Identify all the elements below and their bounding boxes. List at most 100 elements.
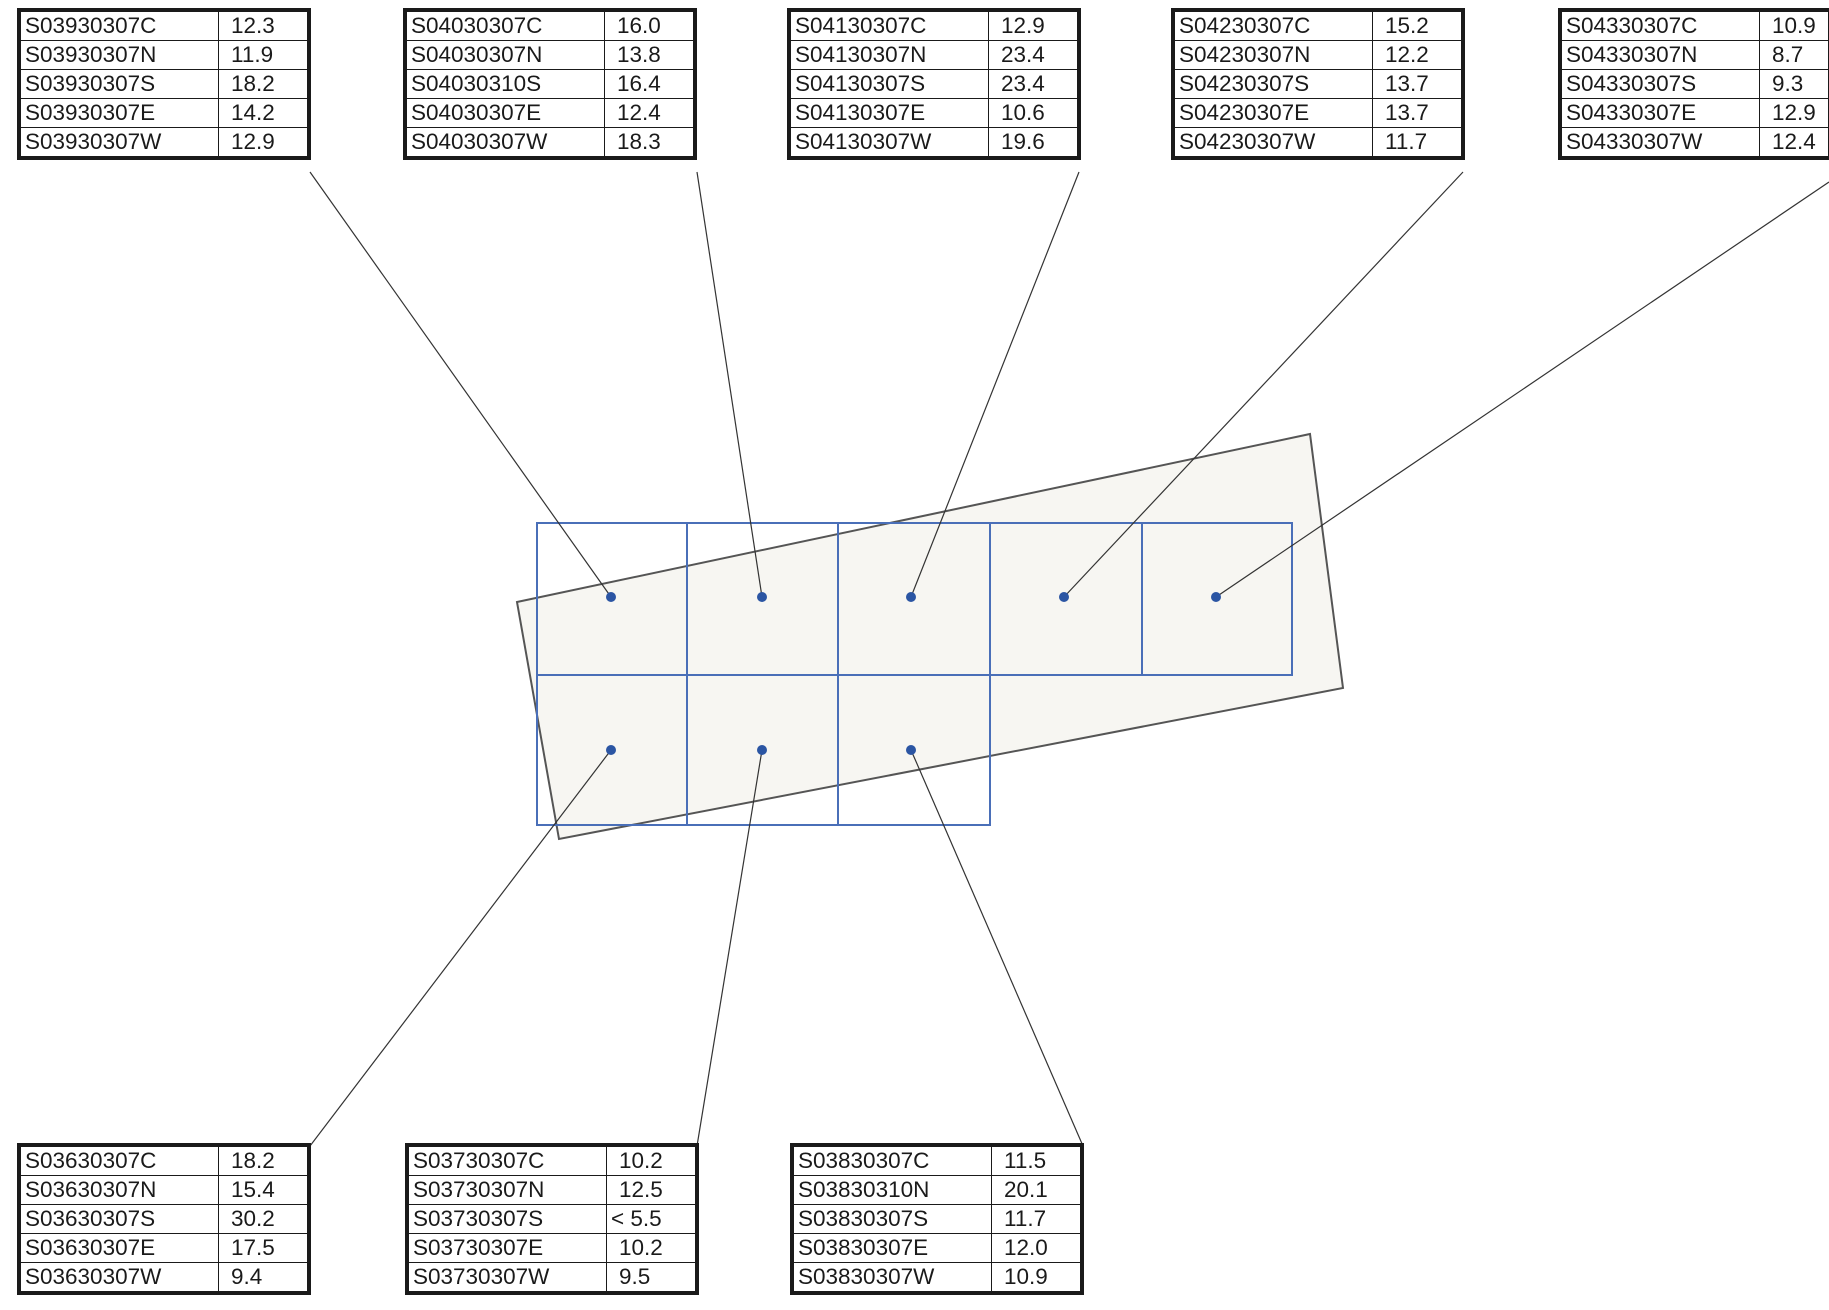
sample-value: 11.7: [1372, 127, 1464, 159]
sample-point-039[interactable]: [606, 592, 616, 602]
sample-point-038[interactable]: [906, 745, 916, 755]
sample-value: 12.2: [1372, 40, 1464, 70]
sample-id: S03930307W: [18, 127, 219, 159]
sample-id: S04130307C: [788, 9, 989, 41]
sample-value: 23.4: [988, 69, 1080, 99]
grid-cell-043: [1141, 522, 1293, 676]
sample-id: S03730307W: [406, 1262, 607, 1294]
sample-id: S04330307C: [1559, 9, 1760, 41]
leader-line-036: [309, 749, 612, 1147]
sample-id: S04230307E: [1172, 98, 1373, 128]
sample-id: S03630307W: [18, 1262, 219, 1294]
sample-value: 20.1: [991, 1175, 1083, 1205]
sample-value: 15.4: [218, 1175, 310, 1205]
sample-value: 12.9: [1759, 98, 1829, 128]
sample-value: 10.2: [606, 1233, 698, 1263]
sample-value: 10.2: [606, 1144, 698, 1176]
leader-line-043: [1215, 181, 1829, 598]
sample-id: S04130307W: [788, 127, 989, 159]
sample-id: S04230307C: [1172, 9, 1373, 41]
sample-id: S04130307N: [788, 40, 989, 70]
site-boundary-polygon: [515, 432, 1345, 841]
sample-value: 13.7: [1372, 69, 1464, 99]
sample-value: 11.5: [991, 1144, 1083, 1176]
sample-value: 11.9: [218, 40, 310, 70]
sample-point-036[interactable]: [606, 745, 616, 755]
sample-value: 10.6: [988, 98, 1080, 128]
sample-value: 12.4: [604, 98, 696, 128]
sample-value: 19.6: [988, 127, 1080, 159]
sample-value: 12.9: [218, 127, 310, 159]
sample-id: S03730307N: [406, 1175, 607, 1205]
sample-point-041[interactable]: [906, 592, 916, 602]
sample-id: S03930307C: [18, 9, 219, 41]
sample-id: S04030307E: [404, 98, 605, 128]
sample-value: 16.0: [604, 9, 696, 41]
sample-id: S03930307N: [18, 40, 219, 70]
sample-point-040[interactable]: [757, 592, 767, 602]
sample-value: 13.8: [604, 40, 696, 70]
sample-value: 17.5: [218, 1233, 310, 1263]
sample-value: 11.7: [991, 1204, 1083, 1234]
sample-id: S03630307N: [18, 1175, 219, 1205]
sample-id: S03730307C: [406, 1144, 607, 1176]
sample-id: S04330307E: [1559, 98, 1760, 128]
sample-id: S04330307N: [1559, 40, 1760, 70]
sample-id: S03830307S: [791, 1204, 992, 1234]
sample-value: 30.2: [218, 1204, 310, 1234]
sample-value: 8.7: [1759, 40, 1829, 70]
sample-point-037[interactable]: [757, 745, 767, 755]
sample-id: S03630307S: [18, 1204, 219, 1234]
sample-value: 18.2: [218, 69, 310, 99]
sample-id: S03730307S: [406, 1204, 607, 1234]
sample-value: 9.4: [218, 1262, 310, 1294]
sample-value: 10.9: [1759, 9, 1829, 41]
sample-id: S03830307C: [791, 1144, 992, 1176]
sample-value: 9.5: [606, 1262, 698, 1294]
table-row: S03730307S< 5.5: [406, 1204, 698, 1234]
sample-id: S04330307W: [1559, 127, 1760, 159]
leader-line-039: [309, 171, 612, 598]
grid-cell-038: [837, 674, 991, 826]
sample-value: 12.4: [1759, 127, 1829, 159]
sample-value: 12.3: [218, 9, 310, 41]
sample-point-043[interactable]: [1211, 592, 1221, 602]
sample-point-042[interactable]: [1059, 592, 1069, 602]
sample-id: S04230307W: [1172, 127, 1373, 159]
sample-value: < 5.5: [606, 1204, 698, 1234]
sample-value: 16.4: [604, 69, 696, 99]
sample-value: 10.9: [991, 1262, 1083, 1294]
sample-value: 18.2: [218, 1144, 310, 1176]
sample-id: S04030307N: [404, 40, 605, 70]
